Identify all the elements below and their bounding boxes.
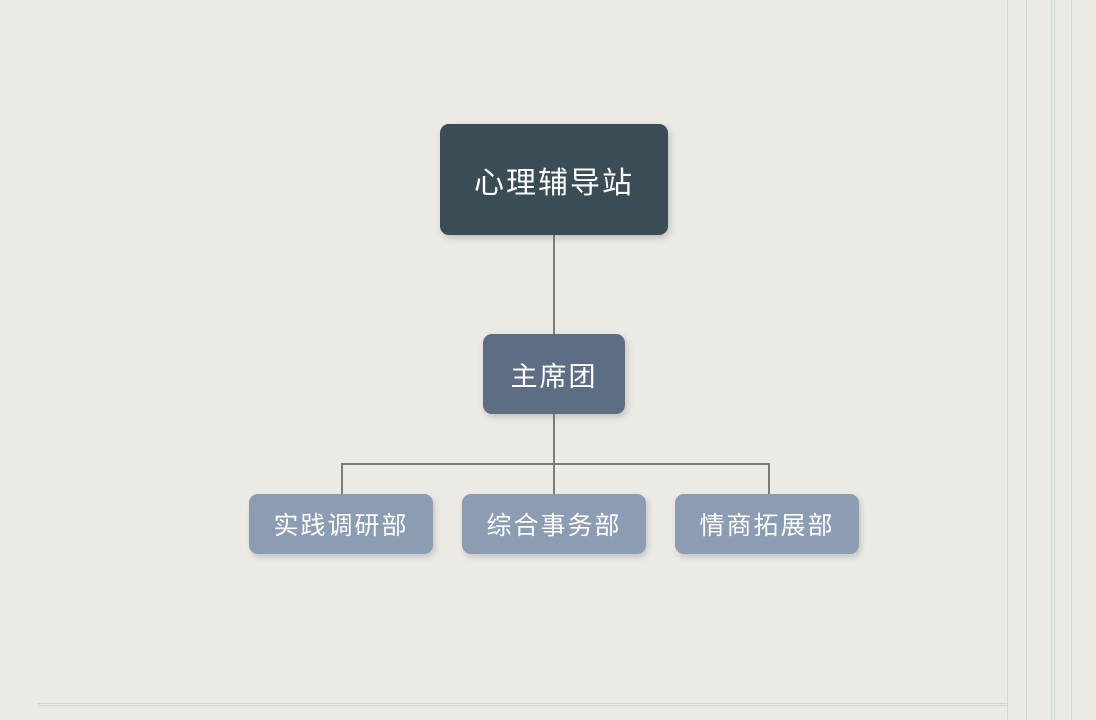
org-node-dept-3[interactable]: 情商拓展部 <box>675 494 859 554</box>
page-guide-line-2 <box>1026 0 1027 720</box>
connector-drop-dept-3 <box>768 463 770 494</box>
org-node-presidium[interactable]: 主席团 <box>483 334 625 414</box>
page-guide-line-5 <box>1071 0 1072 720</box>
page-guide-line-3 <box>1051 0 1052 720</box>
org-node-dept-2[interactable]: 综合事务部 <box>462 494 646 554</box>
connector-branch-bus <box>341 463 770 465</box>
connector-presidium-stem <box>553 414 555 464</box>
connector-drop-dept-1 <box>341 463 343 494</box>
connector-root-to-presidium <box>553 235 555 334</box>
org-node-root[interactable]: 心理辅导站 <box>440 124 668 235</box>
org-node-dept-1[interactable]: 实践调研部 <box>249 494 433 554</box>
page-guide-line-bottom <box>38 703 1008 704</box>
page-bottom-edge <box>38 705 1008 706</box>
page-guide-line-1 <box>1007 0 1008 720</box>
page-guide-line-4 <box>1054 0 1055 720</box>
connector-drop-dept-2 <box>553 463 555 494</box>
